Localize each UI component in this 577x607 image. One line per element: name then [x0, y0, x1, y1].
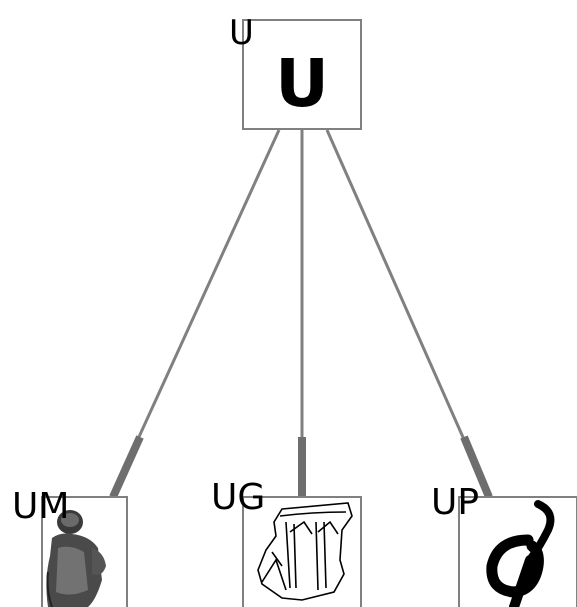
child-node-um: UM: [12, 486, 128, 607]
edges: [109, 129, 493, 499]
root-node-glyph: U: [275, 45, 329, 122]
edge-u-um-thick: [109, 435, 144, 499]
seated-figure-image: [46, 510, 106, 607]
edge-u-um: [110, 129, 281, 497]
vessel-sherd-drawing: [257, 502, 353, 601]
child-node-ug-label: UG: [211, 477, 265, 518]
edge-u-up-thick: [460, 435, 493, 499]
child-node-up-label: UP: [431, 482, 479, 523]
root-node: U U: [229, 13, 362, 130]
hook-sign-image: [486, 500, 555, 607]
child-node-um-label: UM: [12, 486, 69, 527]
root-node-box: [242, 19, 362, 130]
edge-u-up: [325, 129, 491, 497]
child-node-ug: UG: [211, 477, 362, 607]
root-node-id-label: U: [229, 13, 254, 53]
child-node-up: UP: [431, 482, 577, 607]
